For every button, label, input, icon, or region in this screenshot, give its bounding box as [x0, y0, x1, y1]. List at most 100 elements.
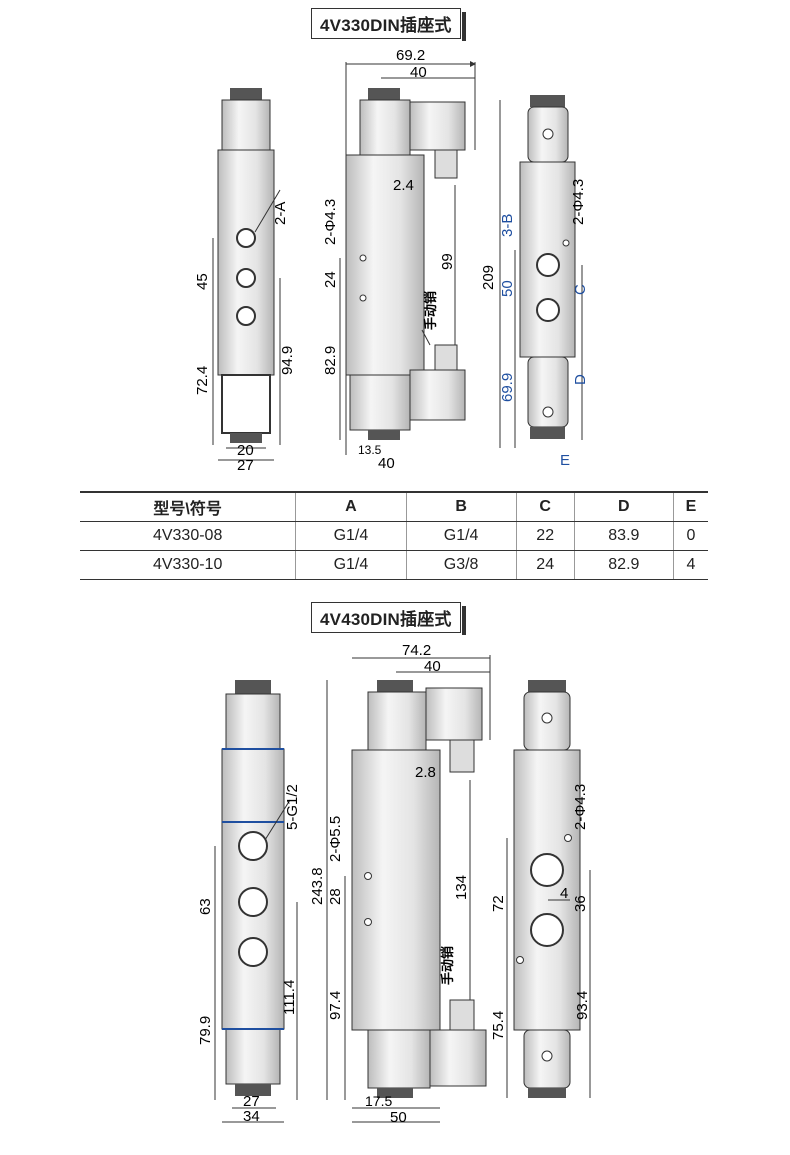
- s2-mid-dim-28: 28: [327, 888, 344, 905]
- s1-left-coil-bot: [221, 374, 271, 434]
- table-cell: G1/4: [295, 521, 406, 551]
- s2-left-port-2: [238, 887, 268, 917]
- s2-mid-hole-2: [364, 918, 372, 926]
- s1-left-dim-72-4: 72.4: [194, 366, 211, 395]
- s2-left-dim-111-4: 111.4: [281, 980, 298, 1015]
- s2-mid-cap-top: [377, 680, 413, 692]
- s2-left-coil-bot: [225, 1028, 281, 1085]
- s1-mid-dim-40-top: 40: [410, 64, 427, 81]
- s1-mid-connector-bot: [409, 369, 466, 421]
- s2-left-port-3: [238, 937, 268, 967]
- s1-left-cap-top: [230, 88, 262, 100]
- s1-mid-dim-99: 99: [439, 253, 456, 270]
- s2-right-cap-top: [528, 680, 566, 692]
- table-cell: 4V330-08: [80, 521, 296, 551]
- s2-left-view: 5-G1/2 63 79.9 111.4 27 34: [197, 680, 301, 1125]
- s2-mid-dim-97-4: 97.4: [327, 991, 344, 1020]
- s2-mid-connector-bot: [429, 1029, 487, 1087]
- section2-title: 4V430DIN插座式: [311, 602, 466, 635]
- table-header: B: [405, 491, 517, 522]
- s2-mid-dim-243-8: 243.8: [309, 867, 326, 905]
- table-header-row: 型号\符号 A B C D E: [80, 491, 708, 522]
- s1-mid-cap-bot: [368, 430, 400, 440]
- s1-mid-dim-13-5: 13.5: [358, 443, 382, 457]
- s1-mid-dim-2phi: 2-Φ4.3: [322, 199, 339, 245]
- section2-title-text: 4V430DIN插座式: [320, 610, 452, 629]
- s1-right-cap-top: [530, 95, 565, 107]
- table-header: E: [672, 491, 708, 522]
- s2-right-dim-2phi: 2-Φ4.3: [572, 784, 589, 830]
- s1-right-port-2: [536, 298, 560, 322]
- s2-right-dim-36: 36: [572, 895, 589, 912]
- s2-mid-dim-134: 134: [453, 875, 470, 900]
- s2-mid-dim-2phi: 2-Φ5.5: [327, 816, 344, 862]
- table-header: D: [573, 491, 674, 522]
- s2-mid-connector-top: [425, 687, 483, 741]
- s1-right-dim-50: 50: [499, 280, 516, 297]
- s2-mid-plug-top: [449, 739, 475, 773]
- table-cell: 0: [672, 521, 708, 551]
- s1-right-dim-209: 209: [480, 265, 497, 290]
- table-cell: G3/8: [405, 550, 517, 580]
- s1-mid-coil-bot: [349, 374, 411, 431]
- s2-left-dim-34: 34: [243, 1108, 260, 1125]
- section1-drawing: 2-A 45 72.4 94.9 20 27 69.2 40 2.4 2-Φ4.…: [194, 47, 589, 474]
- s1-right-cap-bot: [530, 427, 565, 439]
- s2-mid-dim-17-5: 17.5: [365, 1093, 392, 1109]
- s1-right-dim-2phi: 2-Φ4.3: [570, 179, 587, 225]
- s1-mid-hole-2: [359, 294, 367, 302]
- s2-left-dim-5G: 5-G1/2: [284, 784, 301, 830]
- s1-left-coil-top: [221, 99, 271, 151]
- s2-mid-body: [351, 749, 441, 1031]
- s2-mid-coil-top: [367, 691, 427, 751]
- s1-right-dim-E: E: [560, 452, 570, 469]
- s1-left-view: 2-A 45 72.4 94.9 20 27: [194, 88, 296, 474]
- table-row: 4V330-10 G1/4 G3/8 24 82.9 4: [80, 550, 708, 580]
- s1-left-dim-94-9: 94.9: [279, 346, 296, 375]
- s1-right-view: 209 3-B 2-Φ4.3 50 C 69.9 D E: [480, 95, 589, 469]
- s1-right-hole: [562, 239, 570, 247]
- s1-left-dim-45: 45: [194, 273, 211, 290]
- s1-right-dim-C: C: [572, 284, 589, 295]
- s1-mid-dim-24: 24: [322, 271, 339, 288]
- s1-mid-dim-2-4: 2.4: [393, 177, 414, 194]
- s1-left-dim-2A: 2-A: [272, 202, 289, 225]
- table-cell: 4V330-10: [80, 550, 296, 580]
- s2-right-hole-1: [564, 834, 572, 842]
- s1-mid-plug-top: [434, 149, 458, 179]
- table-cell: G1/4: [405, 521, 517, 551]
- s2-left-dim-79-9: 79.9: [197, 1016, 214, 1045]
- s2-right-view: 2-Φ4.3 4 72 36 75.4 93.4: [490, 680, 591, 1098]
- table-row: 4V330-08 G1/4 G1/4 22 83.9 0: [80, 521, 708, 551]
- s2-mid-dim-74-2: 74.2: [402, 642, 431, 659]
- s1-left-dim-20: 20: [237, 442, 254, 459]
- table-cell: 4: [672, 550, 708, 580]
- s2-right-port-2: [530, 913, 564, 947]
- s1-mid-manual: 手动销: [423, 291, 438, 330]
- s2-right-dim-93-4: 93.4: [574, 991, 591, 1020]
- s2-mid-dim-40-top: 40: [424, 658, 441, 675]
- table-cell: G1/4: [295, 550, 406, 580]
- s2-right-dim-75-4: 75.4: [490, 1011, 507, 1040]
- s1-left-port-2: [236, 268, 256, 288]
- table-cell: 22: [515, 521, 575, 551]
- s2-right-dim-72: 72: [490, 895, 507, 912]
- s2-right-hole-2: [516, 956, 524, 964]
- s2-left-coil-top: [225, 693, 281, 750]
- s2-left-port-1: [238, 831, 268, 861]
- s1-right-dim-69-9: 69.9: [499, 373, 516, 402]
- s2-right-dim-4: 4: [560, 885, 568, 902]
- s1-right-dim-3B: 3-B: [499, 214, 516, 237]
- s1-mid-hole-1: [359, 254, 367, 262]
- s1-mid-view: 69.2 40 2.4 2-Φ4.3 24 99 手动销 82.9 13.5 4…: [322, 47, 476, 472]
- s2-mid-coil-bot: [367, 1029, 431, 1089]
- s2-right-port-1: [530, 853, 564, 887]
- s1-mid-coil-top: [359, 99, 411, 156]
- s2-right-body: [513, 749, 581, 1031]
- s2-mid-dim-2-8: 2.8: [415, 764, 436, 781]
- s1-left-port-1: [236, 228, 256, 248]
- spec-table: 型号\符号 A B C D E 4V330-08 G1/4 G1/4 22 83…: [80, 491, 708, 580]
- s1-mid-connector-top: [409, 101, 466, 151]
- s2-mid-dim-50: 50: [390, 1109, 407, 1126]
- s1-mid-dim-69-2: 69.2: [396, 47, 425, 64]
